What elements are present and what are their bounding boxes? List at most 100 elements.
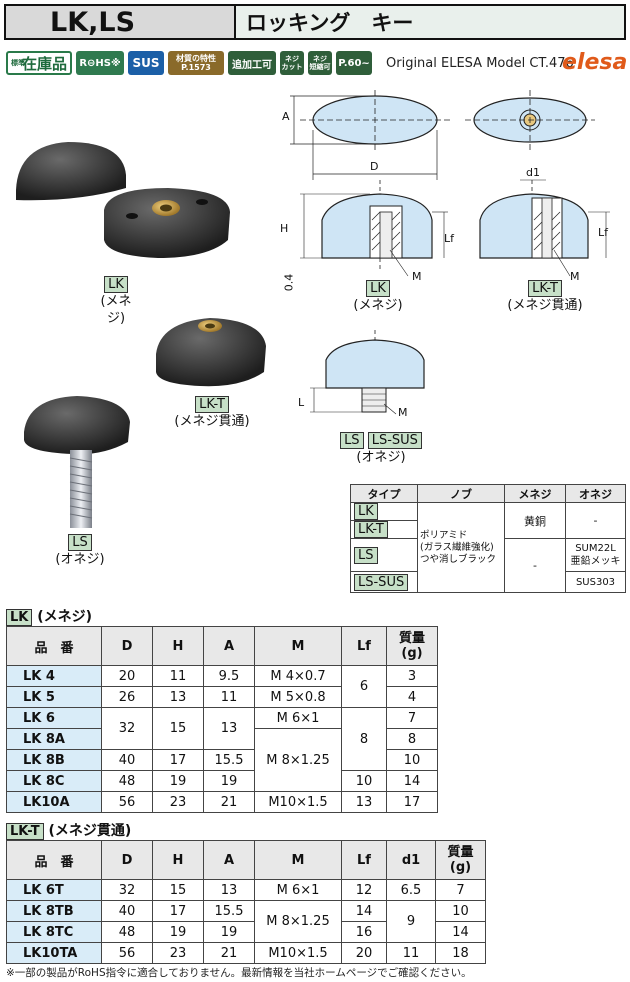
table-cell: 13 [203,707,255,750]
ls-photo-tag: LS [68,534,92,551]
table-cell: 17 [152,900,204,922]
material-header: ノブ [417,484,505,503]
lk-female-material: 黄銅 [504,502,566,539]
col-header: A [203,840,255,880]
col-header: d1 [386,840,436,880]
table-cell: 6.5 [386,879,436,901]
table-cell: 13 [203,879,255,901]
table-cell: 20 [101,665,153,687]
col-header: M [254,626,342,666]
material-header: オネジ [565,484,626,503]
lkt-photo [156,318,266,387]
dim-M: M [412,270,422,283]
table-cell: LK 4 [6,665,102,687]
col-header: H [152,840,204,880]
original-model: Original ELESA Model CT.476 [386,56,574,71]
col-header: M [254,840,342,880]
top-view-drawing [290,90,595,180]
table-cell: 7 [435,879,486,901]
table-cell: LK10TA [6,942,102,964]
lk-section-drawing [300,180,448,277]
col-header: D [101,626,153,666]
lkt-drawing-sub: (メネジ貫通) [507,298,583,313]
table-cell: LS-SUS [350,571,418,593]
table-cell: LK [350,502,418,521]
lk-drawing-tag: LK [366,280,390,297]
page-ref-badge[interactable]: P.60~ [336,51,372,75]
ls-sus-male-material: SUS303 [565,571,626,593]
table-cell: 15 [152,707,204,750]
table-cell: 10 [435,900,486,922]
col-header: Lf [341,626,387,666]
table-cell: 26 [101,686,153,708]
table-cell: 32 [101,879,153,901]
table-cell: 48 [101,770,153,792]
type-lkt: LK-T [354,521,388,538]
table-cell: 10 [386,749,438,771]
type-ls: LS [354,546,378,564]
col-header: 品 番 [6,626,102,666]
table-cell: 7 [386,707,438,729]
ls-sus-drawing-tag: LS-SUS [367,432,422,449]
table-cell: 23 [152,942,204,964]
table-cell: 21 [203,942,255,964]
table-cell: 15.5 [203,900,255,922]
table-cell: M 8×1.25 [254,728,342,792]
table-cell: LK 5 [6,686,102,708]
rohs-footnote: ※一部の製品がRoHS指令に適合しておりません。最新情報を当社ホームページでご確… [6,967,472,979]
sus-badge: SUS [128,51,164,75]
table-cell: 14 [341,900,387,922]
thread-shorten-badge: ネジ 短縮可 [308,51,332,75]
ls-photo-label: LS (オネジ) [50,534,110,568]
table-cell: 9.5 [203,665,255,687]
table-cell: 11 [203,686,255,708]
table-cell: LK 8C [6,770,102,792]
dim-Lf: Lf [444,232,455,245]
table-cell: LK 6 [6,707,102,729]
machining-badge: 追加工可 [228,51,276,75]
elesa-logo: elesa [562,50,628,75]
table-cell: 56 [101,942,153,964]
ls-side-drawing [310,330,425,415]
lk-drawing-label: LK (メネジ) [348,280,408,314]
lk-section-title: LK (メネジ) [6,606,92,626]
type-ls-sus: LS-SUS [354,573,409,591]
rohs-badge: R⊖HS※ [76,51,124,75]
col-header: Lf [341,840,387,880]
table-cell: 20 [341,942,387,964]
table-cell: M 5×0.8 [254,686,342,708]
col-header: 品 番 [6,840,102,880]
table-cell: M10×1.5 [254,791,342,813]
table-cell: M10×1.5 [254,942,342,964]
dim-d1: d1 [526,166,540,179]
lkt-section-title: LK-T (メネジ貫通) [6,820,131,840]
table-cell: LK 8TB [6,900,102,922]
table-cell: 3 [386,665,438,687]
table-cell: 18 [435,942,486,964]
table-cell: 32 [101,707,153,750]
table-cell: M 4×0.7 [254,665,342,687]
table-cell: 10 [341,770,387,792]
table-cell: 11 [152,665,204,687]
lkt-photo-sub: (メネジ貫通) [174,414,250,429]
table-cell: 19 [152,770,204,792]
lk-photo-tag: LK [104,276,128,293]
table-cell: LS [350,538,418,572]
table-cell: 14 [386,770,438,792]
ls-drawing-sub: (オネジ) [356,450,406,465]
table-cell: 13 [341,791,387,813]
table-cell: 19 [203,921,255,943]
dim-Lf-t: Lf [598,226,609,239]
thread-cut-badge: ネジ カット [280,51,304,75]
ls-female-material: - [504,538,566,593]
material-badge[interactable]: 材質の特性 P.1573 [168,51,224,75]
table-cell: LK 6T [6,879,102,901]
title-bar: LK,LS ロッキング キー [4,4,626,40]
dim-A: A [282,110,290,123]
table-cell: 40 [101,900,153,922]
